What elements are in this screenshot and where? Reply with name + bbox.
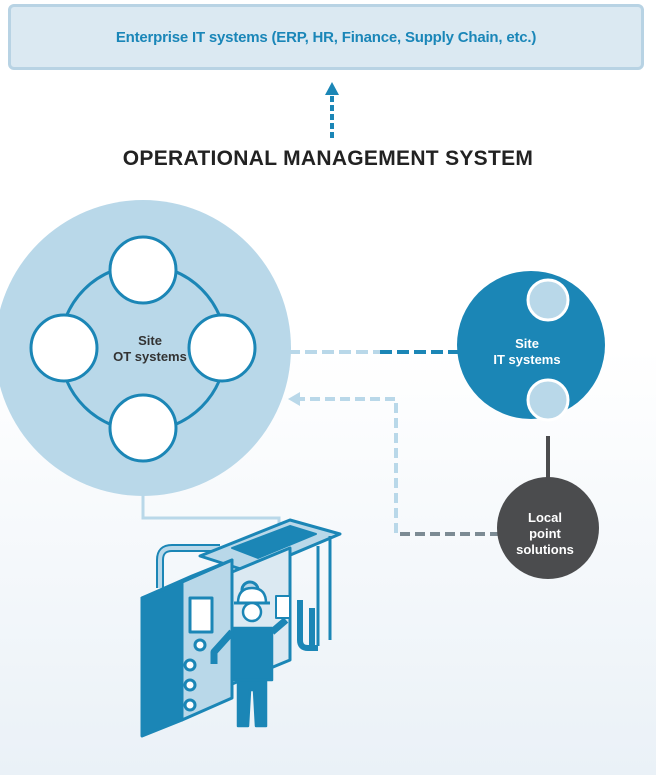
it-subsystem-bottom — [526, 378, 570, 422]
site-it-systems-node — [457, 271, 605, 422]
local-to-ot-connector — [288, 392, 500, 536]
site-ot-systems-label: Site OT systems — [113, 333, 187, 364]
it-subsystem-top — [526, 278, 570, 322]
ot-subsystem-right — [187, 313, 257, 383]
local-point-solutions-node — [497, 477, 599, 579]
site-it-systems-label: Site IT systems — [493, 336, 561, 367]
worker-with-tablet-icon — [210, 586, 291, 728]
enterprise-it-label: Enterprise IT systems (ERP, HR, Finance,… — [115, 28, 537, 46]
ot-subsystem-left — [29, 313, 99, 383]
oms-title: OPERATIONAL MANAGEMENT SYSTEM — [122, 147, 534, 170]
enterprise-it-box: Enterprise IT systems (ERP, HR, Finance,… — [8, 4, 644, 70]
left-arrow-icon — [288, 392, 300, 406]
local-point-solutions-label: Local point solutions — [516, 510, 574, 557]
ot-subsystem-top — [108, 235, 178, 305]
site-ot-systems-node — [0, 200, 291, 496]
up-arrow-icon — [325, 82, 339, 138]
ot-subsystem-bottom — [108, 393, 178, 463]
